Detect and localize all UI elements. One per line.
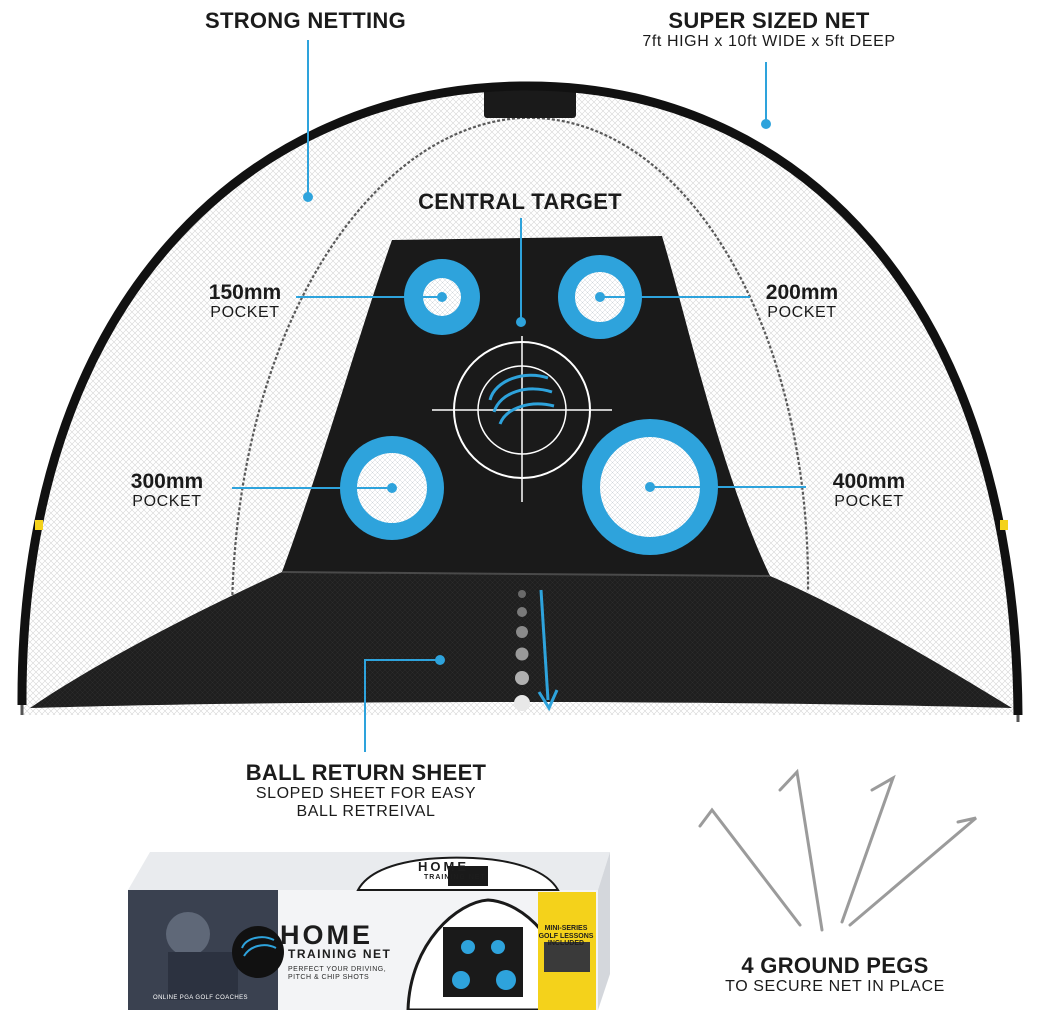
ball-return-line1: SLOPED SHEET FOR EASY <box>255 785 477 803</box>
ground-pegs-callout: 4 GROUND PEGS TO SECURE NET IN PLACE <box>700 953 970 996</box>
ball-return-line2: BALL RETREIVAL <box>296 802 436 820</box>
strong-netting-callout: STRONG NETTING <box>205 8 415 33</box>
pocket-300-word: POCKET <box>132 493 202 511</box>
pocket-200-word: POCKET <box>767 304 837 322</box>
super-sized-subtitle: 7ft HIGH x 10ft WIDE x 5ft DEEP <box>642 33 896 51</box>
central-target-crosshair <box>432 336 612 502</box>
pocket-400-callout: 400mm POCKET <box>820 470 918 511</box>
central-target-title: CENTRAL TARGET <box>418 189 622 214</box>
box-top-title: HOME <box>418 859 469 874</box>
pocket-150-word: POCKET <box>210 304 280 322</box>
product-box: HOME TRAINING NET HOME TRAINING NET PERF… <box>128 852 610 1010</box>
frame-accent-left <box>35 520 43 530</box>
ground-pegs-title: 4 GROUND PEGS <box>741 953 929 978</box>
outer-frame-arch <box>17 81 1023 716</box>
ball-return-title: BALL RETURN SHEET <box>245 760 487 785</box>
ball-return-sheet <box>30 572 1012 708</box>
box-coaches: ONLINE PGA GOLF COACHES <box>153 995 248 1001</box>
ball-return-callout: BALL RETURN SHEET SLOPED SHEET FOR EASY … <box>220 760 512 820</box>
ground-pegs-icon <box>698 768 977 932</box>
pocket-200-callout: 200mm POCKET <box>755 281 849 322</box>
inner-frame-arch <box>230 116 810 611</box>
super-sized-title: SUPER SIZED NET <box>668 8 870 33</box>
rolling-balls <box>514 590 530 711</box>
pocket-400-size: 400mm <box>832 470 906 493</box>
pocket-200-size: 200mm <box>765 281 839 304</box>
central-target-callout: CENTRAL TARGET <box>400 189 640 214</box>
pocket-150-size: 150mm <box>208 281 282 304</box>
ball-return-arrow-icon <box>537 589 559 712</box>
strong-netting-title: STRONG NETTING <box>205 8 406 33</box>
leader-ball-return <box>364 659 436 752</box>
box-subtitle: TRAINING NET <box>288 947 392 961</box>
box-mini-series: MINI-SERIES GOLF LESSONS INCLUDED <box>538 925 594 948</box>
pocket-300-size: 300mm <box>130 470 204 493</box>
top-sleeve <box>484 86 576 118</box>
box-tagline: PERFECT YOUR DRIVING, PITCH & CHIP SHOTS <box>288 966 387 982</box>
pocket-400-word: POCKET <box>834 493 904 511</box>
super-sized-callout: SUPER SIZED NET 7ft HIGH x 10ft WIDE x 5… <box>600 8 938 51</box>
ground-pegs-subtitle: TO SECURE NET IN PLACE <box>725 978 945 996</box>
frame-accent-right <box>1000 520 1008 530</box>
pocket-150-callout: 150mm POCKET <box>200 281 290 322</box>
pocket-300-callout: 300mm POCKET <box>120 470 214 511</box>
box-title: HOME <box>280 920 373 950</box>
box-top-subtitle: TRAINING NET <box>424 874 486 881</box>
product-box-art <box>128 852 610 1010</box>
